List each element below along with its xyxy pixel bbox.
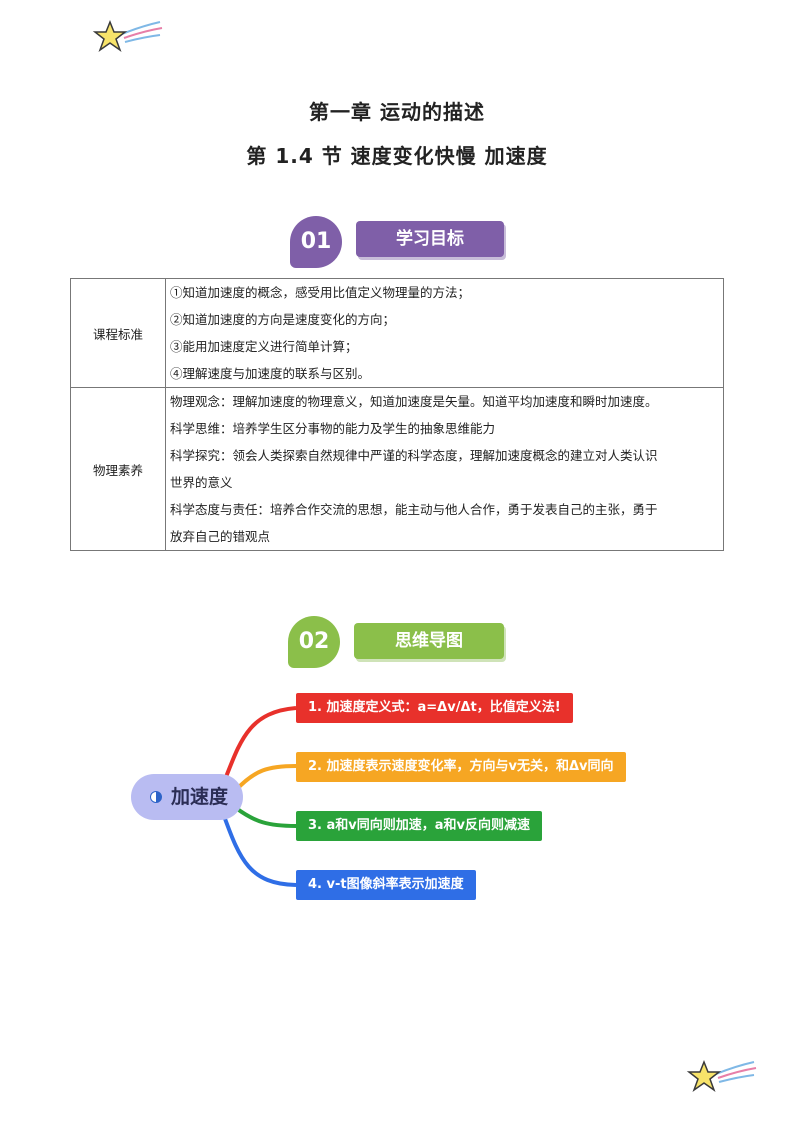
mindmap-branch: 2. 加速度表示速度变化率，方向与v无关，和Δv同向 — [296, 752, 626, 782]
list-item: 科学探究：领会人类探索自然规律中严谨的科学态度，理解加速度概念的建立对人类认识 — [170, 448, 658, 463]
section-heading: 学习目标 — [356, 221, 504, 257]
section-heading: 思维导图 — [354, 623, 504, 659]
row-content: 物理观念：理解加速度的物理意义，知道加速度是矢量。知道平均加速度和瞬时加速度。 … — [165, 387, 724, 551]
list-item: ①知道加速度的概念，感受用比值定义物理量的方法； — [170, 285, 471, 300]
section-title: 第 1.4 节 速度变化快慢 加速度 — [246, 144, 548, 168]
half-circle-icon — [150, 791, 162, 803]
mindmap-branch: 1. 加速度定义式：a=Δv/Δt，比值定义法! — [296, 693, 573, 723]
branch-connector — [234, 806, 297, 828]
table-row: 课程标准 ①知道加速度的概念，感受用比值定义物理量的方法； ②知道加速度的方向是… — [70, 278, 724, 388]
list-item: ③能用加速度定义进行简单计算； — [170, 339, 358, 354]
row-content: ①知道加速度的概念，感受用比值定义物理量的方法； ②知道加速度的方向是速度变化的… — [165, 278, 724, 388]
list-item: 物理观念：理解加速度的物理意义，知道加速度是矢量。知道平均加速度和瞬时加速度。 — [170, 394, 658, 409]
list-item: 科学思维：培养学生区分事物的能力及学生的抽象思维能力 — [170, 421, 496, 436]
table-row: 物理素养 物理观念：理解加速度的物理意义，知道加速度是矢量。知道平均加速度和瞬时… — [70, 387, 724, 551]
list-item: ②知道加速度的方向是速度变化的方向； — [170, 312, 396, 327]
shooting-star-icon — [686, 1059, 757, 1092]
list-item: 世界的意义 — [170, 475, 233, 490]
list-item: 科学态度与责任：培养合作交流的思想，能主动与他人合作，勇于发表自己的主张，勇于 — [170, 502, 658, 517]
mindmap-root: 加速度 — [131, 774, 243, 820]
section-number-badge: 01 — [290, 216, 342, 268]
chapter-title: 第一章 运动的描述 — [309, 100, 485, 124]
row-label: 课程标准 — [70, 278, 166, 388]
branch-connector — [222, 706, 297, 783]
shooting-star-icon — [92, 19, 163, 52]
branch-connector — [234, 764, 297, 792]
mindmap-branch: 4. v-t图像斜率表示加速度 — [296, 870, 476, 900]
objectives-table: 课程标准 ①知道加速度的概念，感受用比值定义物理量的方法； ②知道加速度的方向是… — [70, 278, 724, 551]
list-item: 放弃自己的错观点 — [170, 529, 271, 544]
row-label: 物理素养 — [70, 387, 166, 551]
section-number-badge: 02 — [288, 616, 340, 668]
list-item: ④理解速度与加速度的联系与区别。 — [170, 366, 371, 381]
root-label: 加速度 — [171, 786, 229, 808]
branch-connector — [222, 815, 297, 887]
mindmap-branch: 3. a和v同向则加速，a和v反向则减速 — [296, 811, 543, 841]
